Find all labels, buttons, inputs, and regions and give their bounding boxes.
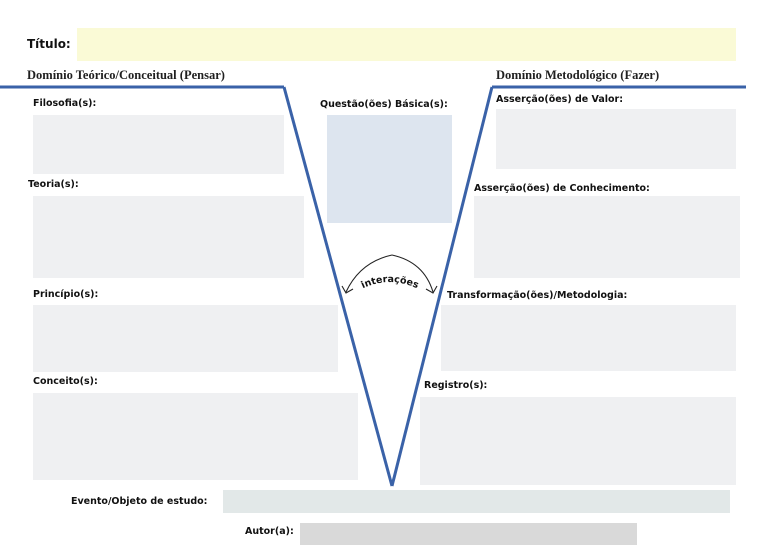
valor-field[interactable] [496,109,736,169]
teoria-label: Teoria(s): [28,179,79,190]
title-input[interactable] [77,28,736,61]
theoretical-domain-heading: Domínio Teórico/Conceitual (Pensar) [27,68,225,82]
v-right-arm [390,86,494,487]
transformacao-field[interactable] [441,305,736,371]
questao-label: Questão(ões) Básica(s): [320,99,448,110]
conhecimento-field[interactable] [474,196,740,278]
evento-label: Evento/Objeto de estudo: [71,496,208,507]
principio-field[interactable] [33,305,338,372]
v-left-arm [282,86,394,487]
principio-label: Princípio(s): [33,289,99,300]
autor-label: Autor(a): [245,526,294,537]
transformacao-label: Transformação(ões)/Metodologia: [447,290,628,301]
teoria-field[interactable] [33,196,304,278]
conceito-field[interactable] [33,393,358,480]
methodological-domain-heading: Domínio Metodológico (Fazer) [496,68,660,82]
interaction-arrow-right [391,254,434,293]
registro-label: Registro(s): [424,380,488,391]
interaction-arrow-left-head [341,285,354,294]
title-label: Título: [27,37,71,51]
interacoes-text: interações [359,274,420,291]
autor-input[interactable] [300,523,637,545]
conhecimento-label: Asserção(ões) de Conhecimento: [474,183,650,194]
conceito-label: Conceito(s): [33,376,98,387]
valor-label: Asserção(ões) de Valor: [496,94,624,105]
interaction-arrow-right-head [425,285,438,294]
evento-input[interactable] [223,490,730,513]
filosofia-label: Filosofia(s): [33,98,97,109]
registro-field[interactable] [420,397,736,485]
filosofia-field[interactable] [33,115,284,174]
interaction-arrow-left [345,254,393,293]
questao-field[interactable] [327,115,452,223]
